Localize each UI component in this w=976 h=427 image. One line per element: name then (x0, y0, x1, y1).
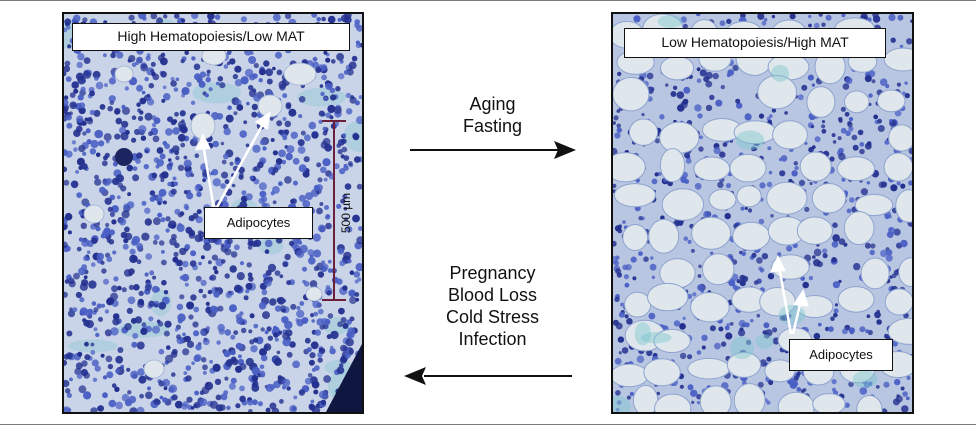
right-adipocytes-callout: Adipocytes (789, 339, 893, 371)
left-callout-label: Adipocytes (226, 215, 291, 230)
bottom-rule (0, 424, 976, 425)
forward-arrow (410, 141, 576, 159)
scale-bar (322, 120, 346, 301)
left-adipocyte-arrows (194, 111, 271, 210)
reverse-transition-labels: Pregnancy Blood Loss Cold Stress Infecti… (420, 262, 565, 350)
reverse-arrow (404, 367, 572, 385)
forward-label-aging: Aging (469, 94, 516, 114)
scale-bar-label: 500 µm (339, 192, 353, 234)
left-panel-title-box: High Hematopoiesis/Low MAT (72, 23, 350, 51)
left-histology-image: High Hematopoiesis/Low MAT Adipocytes 50… (62, 12, 364, 414)
top-rule (0, 0, 976, 1)
forward-label-fasting: Fasting (462, 116, 523, 136)
reverse-label-pregnancy: Pregnancy (449, 263, 536, 283)
reverse-label-infection: Infection (458, 329, 527, 349)
right-tissue-texture (613, 14, 912, 412)
reverse-label-blood-loss: Blood Loss (447, 285, 538, 305)
reverse-label-cold-stress: Cold Stress (445, 307, 540, 327)
right-panel-title: Low Hematopoiesis/High MAT (661, 34, 849, 50)
right-callout-label: Adipocytes (809, 347, 873, 362)
right-panel-title-box: Low Hematopoiesis/High MAT (624, 28, 886, 58)
forward-transition-labels: Aging Fasting (430, 93, 555, 137)
right-histology-image: Low Hematopoiesis/High MAT Adipocytes (611, 12, 914, 414)
right-adipocyte-arrows (769, 255, 809, 335)
left-adipocytes-callout: Adipocytes (204, 207, 313, 239)
left-panel-title: High Hematopoiesis/Low MAT (117, 28, 305, 44)
